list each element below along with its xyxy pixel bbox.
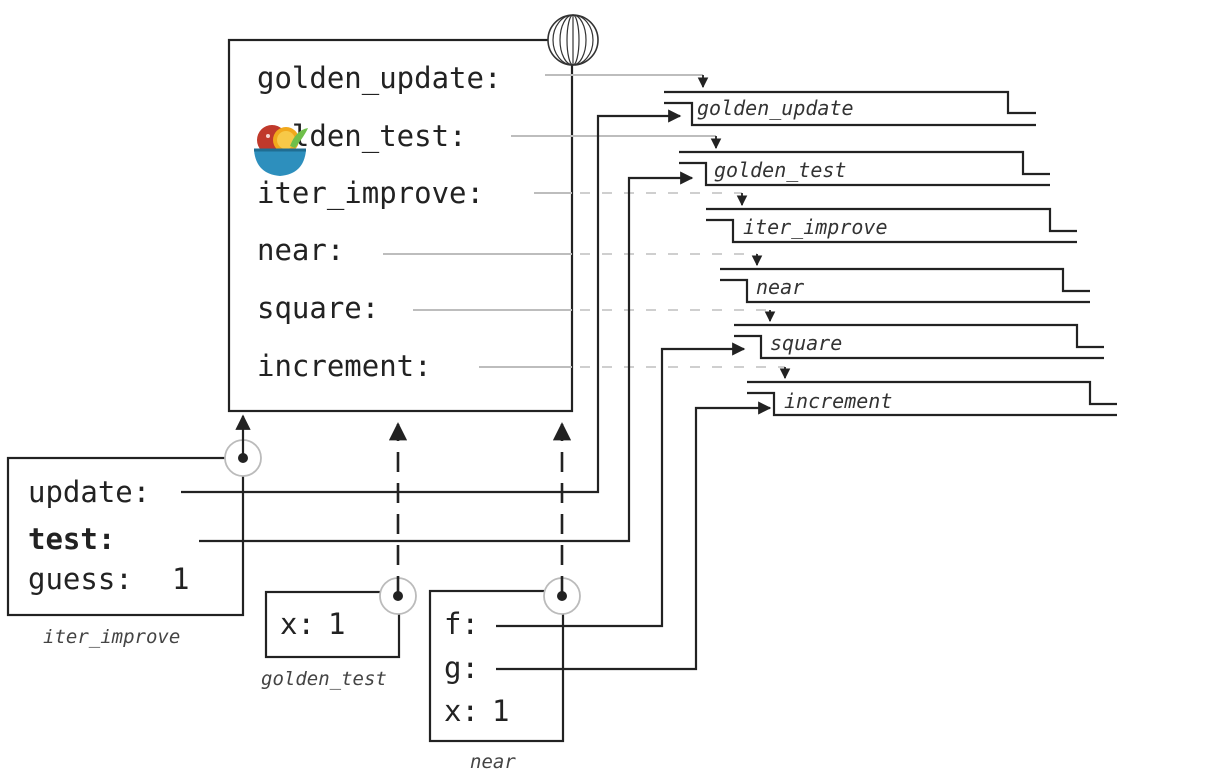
binding-test-label: test:	[28, 522, 115, 556]
binding-x-value: 1	[492, 694, 509, 728]
frame-iter-improve-box	[6, 456, 245, 617]
pointer-f	[496, 342, 746, 628]
global-binding-arrows	[383, 74, 791, 380]
function-objects: golden_update golden_test iter_improve n…	[664, 90, 1117, 417]
binding-x-value: 1	[328, 607, 345, 641]
frame-golden-test-box	[264, 590, 401, 659]
binding-g-label: g:	[444, 651, 479, 685]
frame-iter-improve-caption: iter_improve	[43, 626, 180, 648]
binding-near-label: near:	[257, 233, 344, 267]
function-object-near[interactable]: near	[720, 267, 1090, 304]
frame-near-caption: near	[470, 751, 516, 773]
binding-x-label: x:	[444, 694, 479, 728]
binding-guess-value: 1	[172, 562, 189, 596]
function-object-iter-improve[interactable]: iter_improve	[706, 207, 1077, 244]
frame-near-box	[428, 589, 565, 743]
binding-f-label: f:	[444, 607, 479, 641]
binding-golden-update-label: golden_update:	[257, 61, 501, 96]
binding-x-label: x:	[280, 607, 315, 641]
function-name-square: square	[770, 331, 842, 355]
global-frame-box	[227, 38, 574, 413]
function-name-increment: increment	[784, 389, 892, 413]
fruit-bowl-icon	[254, 125, 308, 176]
binding-iter-improve-label: iter_improve:	[257, 176, 484, 211]
function-object-golden-update[interactable]: golden_update	[664, 90, 1036, 127]
frame-golden-test: x: 1 golden_test	[261, 422, 417, 690]
binding-guess-label: guess:	[28, 562, 133, 596]
frame-near: f: g: x: 1 near	[428, 342, 772, 773]
binding-increment-label: increment:	[257, 349, 432, 383]
frame-golden-test-caption: golden_test	[261, 668, 387, 690]
function-object-square[interactable]: square	[734, 323, 1104, 360]
binding-update-label: update:	[28, 475, 150, 509]
function-name-golden-update: golden_update	[697, 96, 854, 120]
globe-icon	[547, 14, 599, 66]
function-name-near: near	[756, 275, 804, 299]
function-object-golden-test[interactable]: golden_test	[679, 150, 1050, 187]
global-frame: golden_update: golden_test: iter_improve…	[227, 38, 574, 413]
function-name-golden-test: golden_test	[714, 158, 846, 182]
binding-square-label: square:	[257, 291, 379, 325]
pointer-test	[199, 171, 694, 543]
function-name-iter-improve: iter_improve	[743, 215, 888, 239]
frame-iter-improve: update: test: guess: 1 iter_improve	[6, 109, 694, 648]
pointer-update	[181, 109, 682, 494]
pointer-g	[496, 401, 772, 671]
function-object-increment[interactable]: increment	[747, 380, 1117, 417]
